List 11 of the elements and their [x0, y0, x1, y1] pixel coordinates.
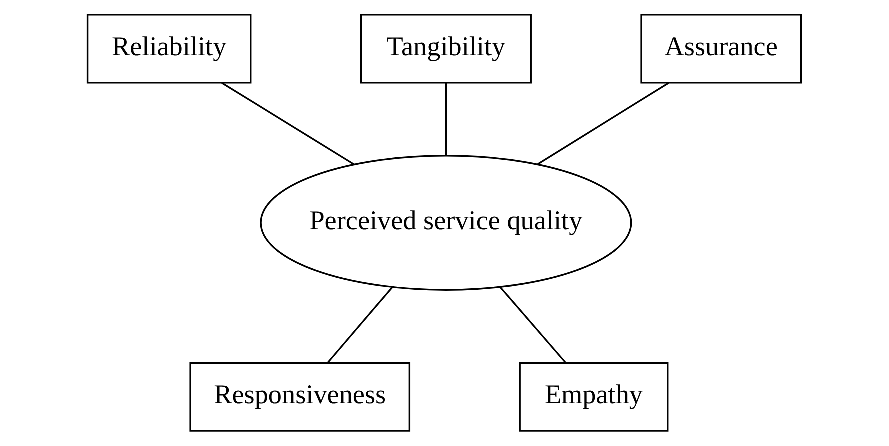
node-box: Assurance — [640, 14, 802, 84]
node-box: Empathy — [519, 362, 669, 432]
connector — [222, 82, 355, 166]
node-box: Reliability — [86, 14, 252, 84]
connector — [327, 286, 394, 364]
node-ellipse: Perceived service quality — [260, 155, 632, 291]
node-box: Responsiveness — [190, 362, 411, 432]
node-box: Tangibility — [360, 14, 532, 84]
connector — [538, 82, 670, 166]
connector — [445, 84, 448, 156]
connector — [500, 286, 567, 364]
